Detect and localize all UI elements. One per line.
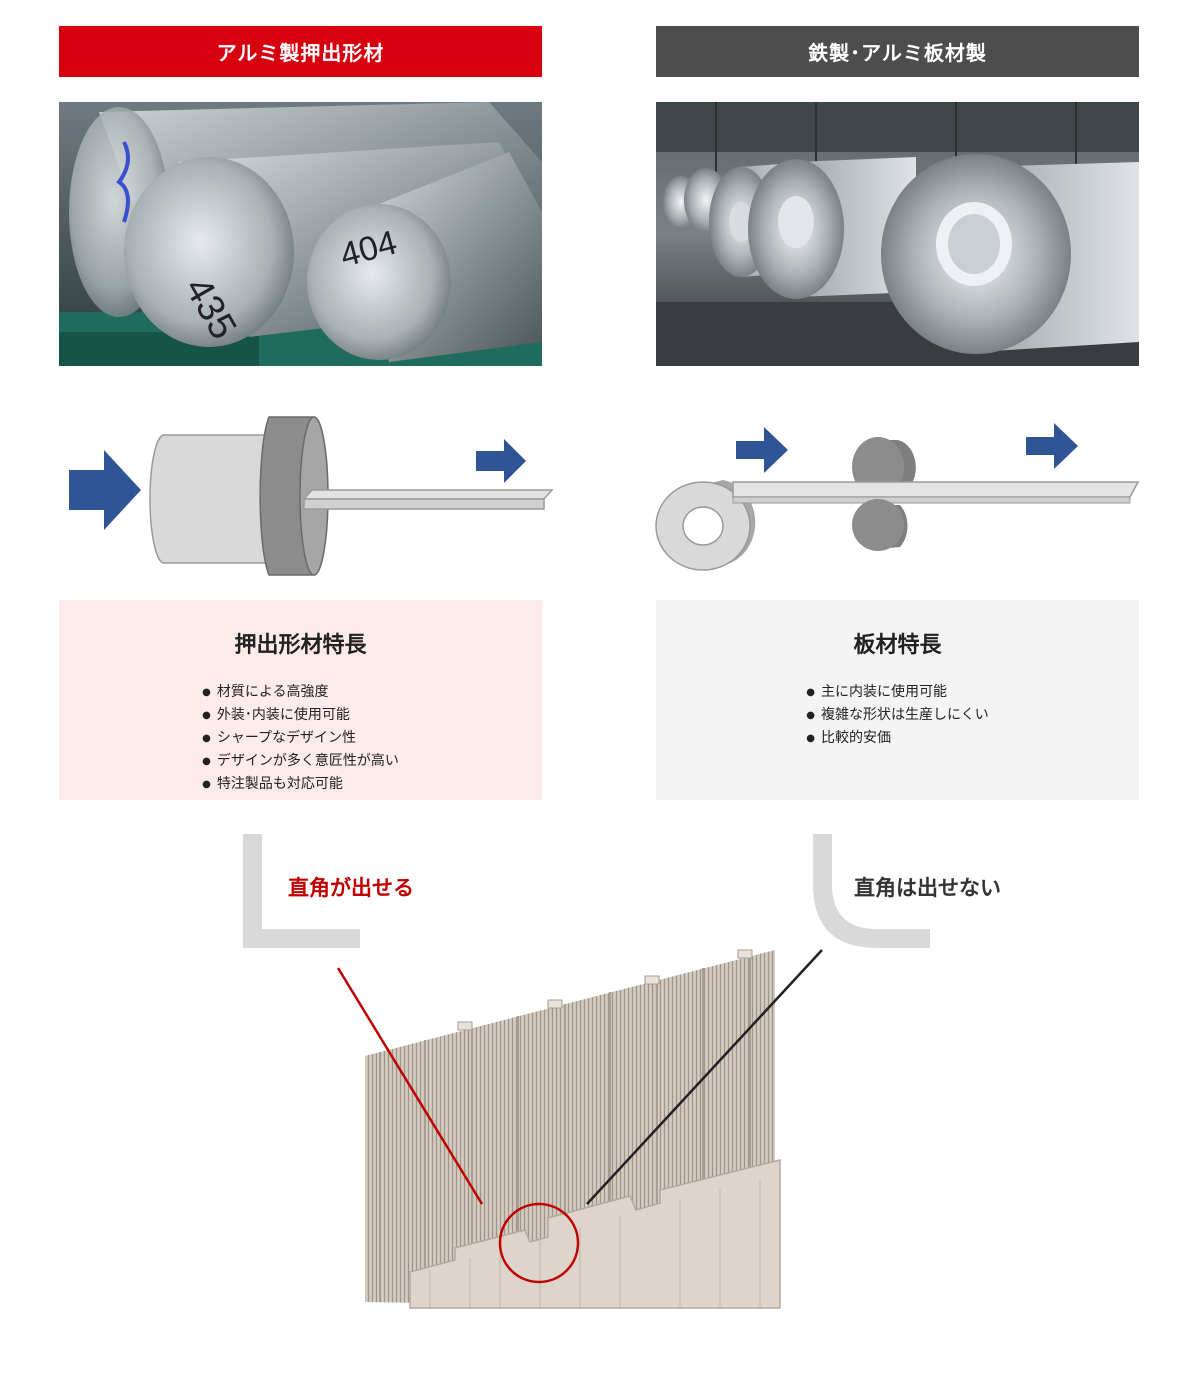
- corner-comparison-illustration: [243, 834, 930, 1309]
- extrusion-process-diagram: [59, 395, 559, 585]
- round-corner-leader: [586, 949, 823, 1205]
- rolling-process-diagram: [648, 395, 1148, 585]
- input-arrow-icon: [69, 450, 141, 530]
- rounded-corner-icon: [813, 834, 930, 948]
- square-corner-icon: [243, 834, 360, 948]
- extruded-profile: [302, 489, 554, 500]
- sheet-features-box: 板材特長 主に内装に使用可能 複雑な形状は生産しにくい 比較的安価: [656, 600, 1139, 800]
- feature-item: デザインが多く意匠性が高い: [202, 750, 399, 773]
- extrusion-features-box: 押出形材特長 材質による高強度 外装･内装に使用可能 シャープなデザイン性 デザ…: [59, 600, 542, 800]
- feature-item: 主に内装に使用可能: [806, 681, 988, 704]
- metal-coils-photo: [656, 102, 1139, 366]
- square-corner-label: 直角が出せる: [288, 876, 414, 900]
- input-arrow-icon: [736, 427, 788, 473]
- feature-item: 複雑な形状は生産しにくい: [806, 704, 989, 727]
- feature-item: 材質による高強度: [202, 681, 399, 704]
- output-arrow-icon: [1026, 423, 1078, 469]
- header-aluminum-extrusion: アルミ製押出形材: [59, 26, 542, 77]
- rolled-sheet: [732, 481, 1140, 498]
- front-wall-panel: [409, 1159, 781, 1309]
- square-corner-leader: [336, 967, 484, 1205]
- feature-item: 特注製品も対応可能: [202, 773, 399, 796]
- aluminum-billets-photo: 435 404: [59, 102, 542, 366]
- extrusion-features-list: 材質による高強度 外装･内装に使用可能 シャープなデザイン性 デザインが多く意匠…: [202, 681, 399, 796]
- sheet-features-title: 板材特長: [853, 633, 942, 658]
- rounded-corner-label: 直角は出せない: [854, 876, 1001, 900]
- feature-item: 外装･内装に使用可能: [202, 704, 399, 727]
- header-sheet-metal: 鉄製･アルミ板材製: [656, 26, 1139, 77]
- sheet-features-list: 主に内装に使用可能 複雑な形状は生産しにくい 比較的安価: [806, 681, 989, 750]
- highlight-circle: [498, 1202, 580, 1284]
- feature-item: シャープなデザイン性: [202, 727, 399, 750]
- extrusion-features-title: 押出形材特長: [234, 633, 367, 658]
- output-arrow-icon: [476, 439, 526, 483]
- feature-item: 比較的安価: [806, 727, 988, 750]
- billet-cylinder: [149, 434, 275, 564]
